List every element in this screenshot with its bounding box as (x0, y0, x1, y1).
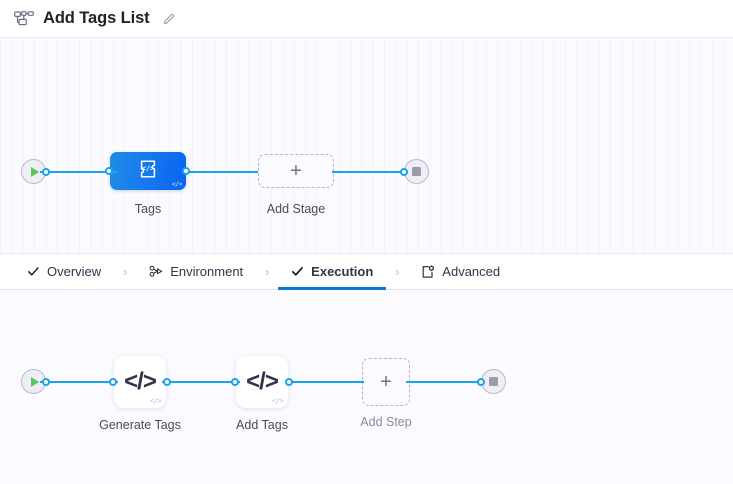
plus-icon: + (380, 371, 392, 393)
stop-square (412, 167, 421, 176)
page-title: Add Tags List (43, 9, 150, 27)
connector-line (40, 381, 118, 383)
tab-environment[interactable]: Environment (136, 254, 256, 289)
stage-node-label: Tags (134, 202, 162, 216)
stage-node-tags[interactable]: </> </> Tags (105, 152, 190, 216)
tab-separator-icon: › (395, 264, 400, 279)
tab-advanced[interactable]: Advanced (408, 254, 513, 289)
stage-start-node[interactable] (21, 159, 50, 184)
connector-dot[interactable] (42, 377, 50, 386)
connector-dot-in[interactable] (231, 378, 239, 386)
step-start-node[interactable] (21, 369, 50, 394)
step-node-add-tags[interactable]: </> </> Add Tags (231, 356, 293, 432)
connector-dot[interactable] (477, 377, 485, 386)
add-step-node[interactable]: + Add Step (360, 358, 412, 429)
step-end-node[interactable] (477, 369, 506, 394)
code-icon: </> (124, 368, 157, 395)
tab-advanced-label: Advanced (442, 264, 501, 279)
connector-dot[interactable] (42, 167, 50, 176)
step-node-body[interactable]: </> </> (114, 356, 166, 408)
connector-dot-out[interactable] (285, 378, 293, 386)
stop-icon (481, 369, 506, 394)
tab-separator-icon: › (123, 264, 128, 279)
svg-text:</>: </> (142, 164, 154, 172)
tab-execution[interactable]: Execution (278, 254, 387, 290)
step-node-label: Add Tags (236, 418, 288, 432)
code-badge: </> (149, 397, 162, 405)
add-stage-button[interactable]: + (258, 154, 334, 188)
tab-execution-label: Execution (311, 264, 374, 279)
stop-icon (404, 159, 429, 184)
pipeline-icon (14, 10, 34, 27)
check-icon (291, 265, 304, 278)
advanced-box-icon (421, 264, 435, 279)
connector-line (182, 171, 258, 173)
tab-environment-label: Environment (170, 264, 244, 279)
connector-dot[interactable] (400, 167, 408, 176)
stage-end-node[interactable] (400, 159, 429, 184)
page-header: Add Tags List (0, 0, 733, 38)
connector-line (332, 171, 408, 173)
pencil-edit-icon[interactable] (162, 12, 176, 26)
connector-dot-out[interactable] (182, 167, 190, 175)
add-stage-node[interactable]: + Add Stage (258, 154, 334, 216)
add-step-button[interactable]: + (362, 358, 410, 406)
connector-line (286, 381, 364, 383)
connector-dot-in[interactable] (109, 378, 117, 386)
play-icon (30, 166, 39, 177)
add-stage-label: Add Stage (266, 202, 326, 216)
add-step-label: Add Step (360, 415, 412, 429)
connector-line (162, 381, 240, 383)
code-icon: </> (246, 368, 279, 395)
step-node-body[interactable]: </> </> (236, 356, 288, 408)
stage-node-body[interactable]: </> </> (110, 152, 186, 190)
tab-overview[interactable]: Overview (14, 254, 114, 289)
start-icon (21, 159, 46, 184)
check-icon (27, 265, 40, 278)
code-badge: </> (271, 397, 284, 405)
pipeline-tabbar[interactable]: Overview › Environment › Execution › (0, 254, 733, 290)
step-node-label: Generate Tags (99, 418, 181, 432)
tab-overview-label: Overview (47, 264, 102, 279)
tab-separator-icon: › (265, 264, 270, 279)
code-badge: </> (171, 180, 183, 188)
nodes-icon (149, 265, 163, 278)
connector-dot-in[interactable] (105, 167, 113, 175)
connector-line (406, 381, 484, 383)
stop-square (489, 377, 498, 386)
plus-icon: + (290, 160, 302, 182)
step-canvas[interactable]: </> </> Generate Tags </> </> Add Tags +… (0, 290, 733, 484)
connector-dot-out[interactable] (163, 378, 171, 386)
step-node-generate-tags[interactable]: </> </> Generate Tags (99, 356, 181, 432)
stage-canvas[interactable]: </> </> Tags + Add Stage (0, 38, 733, 254)
connector-line (40, 171, 118, 173)
code-block-icon: </> (137, 158, 159, 185)
play-icon (30, 376, 39, 387)
